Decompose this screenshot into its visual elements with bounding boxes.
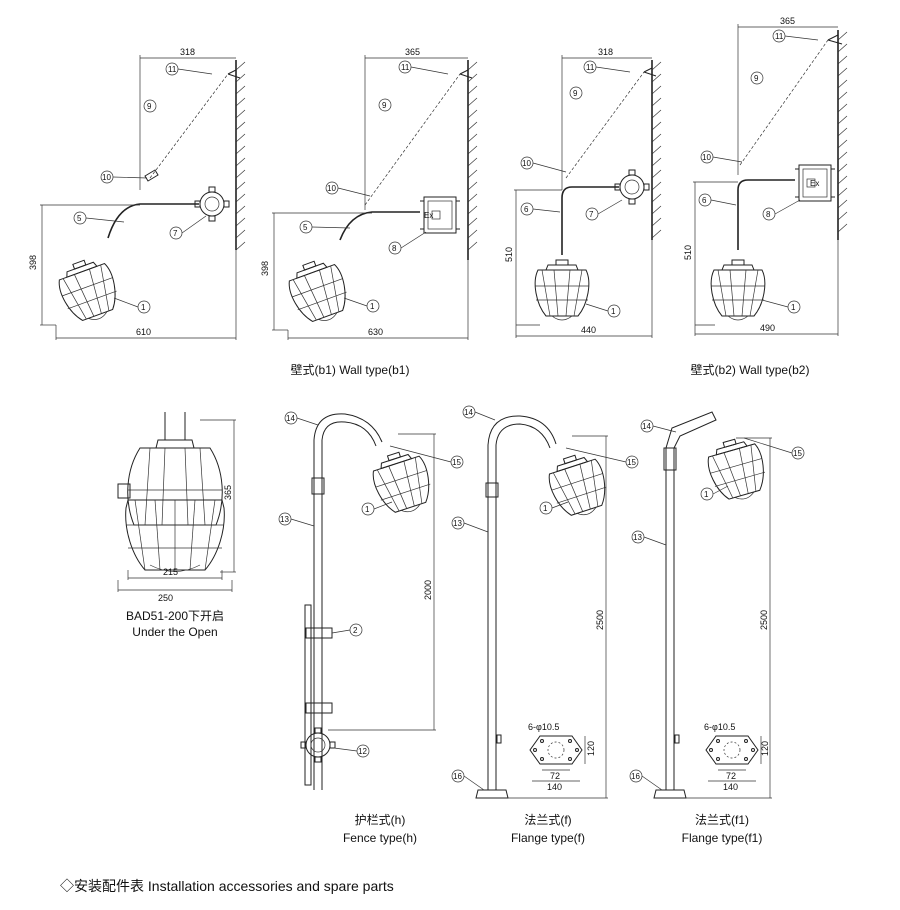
flange-h: 120	[586, 741, 596, 756]
flange-w: 72	[726, 771, 736, 781]
part-label-11: 11	[401, 63, 410, 72]
dim-height: 2000	[423, 580, 433, 600]
part-label-1: 1	[370, 302, 375, 311]
dim-height: 398	[28, 255, 38, 270]
part-label-10: 10	[702, 153, 711, 162]
part-label-1: 1	[704, 490, 709, 499]
dim-height: 365	[223, 485, 233, 500]
dim-width-top: 318	[180, 47, 195, 57]
caption-wall-b1: 壁式(b1) Wall type(b1)	[290, 363, 410, 377]
box-mark: Ex	[424, 211, 433, 220]
part-label-14: 14	[464, 408, 473, 417]
part-label-7: 7	[173, 229, 178, 238]
caption-flange-f1-cn: 法兰式(f1)	[694, 813, 749, 827]
caption-flange-f-en: Flange type(f)	[510, 831, 586, 845]
part-label-9: 9	[754, 74, 759, 83]
part-label-1: 1	[365, 505, 370, 514]
dim-height: 2500	[595, 610, 605, 630]
part-label-8: 8	[766, 210, 771, 219]
holes-label: 6-φ10.5	[704, 722, 735, 732]
flange-w: 72	[550, 771, 560, 781]
part-label-6: 6	[524, 205, 529, 214]
flange-type-f1-diagram: 2500 6-φ10.5 120 72 140 14 15 1 13 16	[629, 411, 805, 799]
dim-width-top: 365	[405, 47, 420, 57]
holes-label: 6-φ10.5	[528, 722, 559, 732]
part-label-1: 1	[141, 303, 146, 312]
wall-b1-round-diagram: 318 398 610 11 9 10 5 7 1	[28, 47, 246, 340]
wall-b1-box-diagram: 365 Ex 398 630 11 9 10 5 8 1	[260, 47, 478, 340]
box-mark: Ex	[810, 179, 819, 188]
dim-height: 510	[504, 247, 514, 262]
part-label-11: 11	[586, 63, 595, 72]
flange-detail: 6-φ10.5 120 72 140	[528, 722, 596, 792]
flange-h: 120	[760, 741, 770, 756]
dim-inner-width: 215	[163, 567, 178, 577]
part-label-5: 5	[303, 223, 308, 232]
flange-f-part16: 16	[451, 769, 485, 791]
flange-d: 140	[723, 782, 738, 792]
dim-height: 2500	[759, 610, 769, 630]
part-label-11: 11	[168, 65, 177, 74]
part-label-15: 15	[793, 449, 802, 458]
part-label-14: 14	[642, 422, 651, 431]
caption-bad-line2: Under the Open	[132, 625, 218, 639]
part-label-1: 1	[611, 307, 616, 316]
part-label-15: 15	[627, 458, 636, 467]
part-label-7: 7	[589, 210, 594, 219]
part-label-15: 15	[452, 458, 461, 467]
caption-wall-b2: 壁式(b2) Wall type(b2)	[690, 363, 810, 377]
part-label-13: 13	[453, 519, 462, 528]
part-label-11: 11	[775, 32, 784, 41]
dim-height: 398	[260, 261, 270, 276]
part-label-10: 10	[327, 184, 336, 193]
caption-flange-f1-en: Flange type(f1)	[681, 831, 763, 845]
part-label-13: 13	[280, 515, 289, 524]
part-label-13: 13	[633, 533, 642, 542]
dim-width-bottom: 440	[581, 325, 596, 335]
flange-d: 140	[547, 782, 562, 792]
part-label-9: 9	[147, 102, 152, 111]
dim-height: 510	[683, 245, 693, 260]
part-label-6: 6	[702, 196, 707, 205]
caption-flange-f-cn: 法兰式(f)	[524, 813, 572, 827]
part-label-8: 8	[392, 244, 397, 253]
part-label-16: 16	[453, 772, 462, 781]
caption-fence-en: Fence type(h)	[342, 831, 418, 845]
flange-type-f-diagram: 2500 6-φ10.5 120 72 140 14 15 1 13	[451, 405, 639, 799]
dim-width-bottom: 490	[760, 323, 775, 333]
part-label-9: 9	[573, 89, 578, 98]
fence-type-diagram: 2000 14 15 1 13 2 12	[278, 411, 464, 790]
part-label-16: 16	[631, 772, 640, 781]
dim-width: 250	[158, 593, 173, 603]
section-heading: ◇安装配件表 Installation accessories and spar…	[60, 878, 394, 894]
caption-bad-line1: BAD51-200下开启	[125, 609, 225, 623]
part-label-2: 2	[353, 626, 358, 635]
part-label-5: 5	[77, 214, 82, 223]
part-label-9: 9	[382, 101, 387, 110]
under-open-diagram: 365 215 250	[117, 412, 236, 603]
caption-fence-cn: 护栏式(h)	[354, 813, 406, 827]
part-label-10: 10	[522, 159, 531, 168]
part-label-14: 14	[286, 414, 295, 423]
dim-width-top: 318	[598, 47, 613, 57]
part-label-1: 1	[543, 504, 548, 513]
part-label-1: 1	[791, 303, 796, 312]
dim-width-top: 365	[780, 16, 795, 26]
dim-width-bottom: 610	[136, 327, 151, 337]
part-label-12: 12	[358, 747, 367, 756]
flange-detail: 6-φ10.5 120 72 140	[704, 722, 770, 792]
part-label-10: 10	[102, 173, 111, 182]
wall-b2-round-diagram: 318 510 440 11 9 10 6 7 1	[504, 47, 662, 338]
dim-width-bottom: 630	[368, 327, 383, 337]
wall-b2-box-diagram: 365 Ex 510 490 11 9 10 6 8 1	[683, 16, 848, 336]
